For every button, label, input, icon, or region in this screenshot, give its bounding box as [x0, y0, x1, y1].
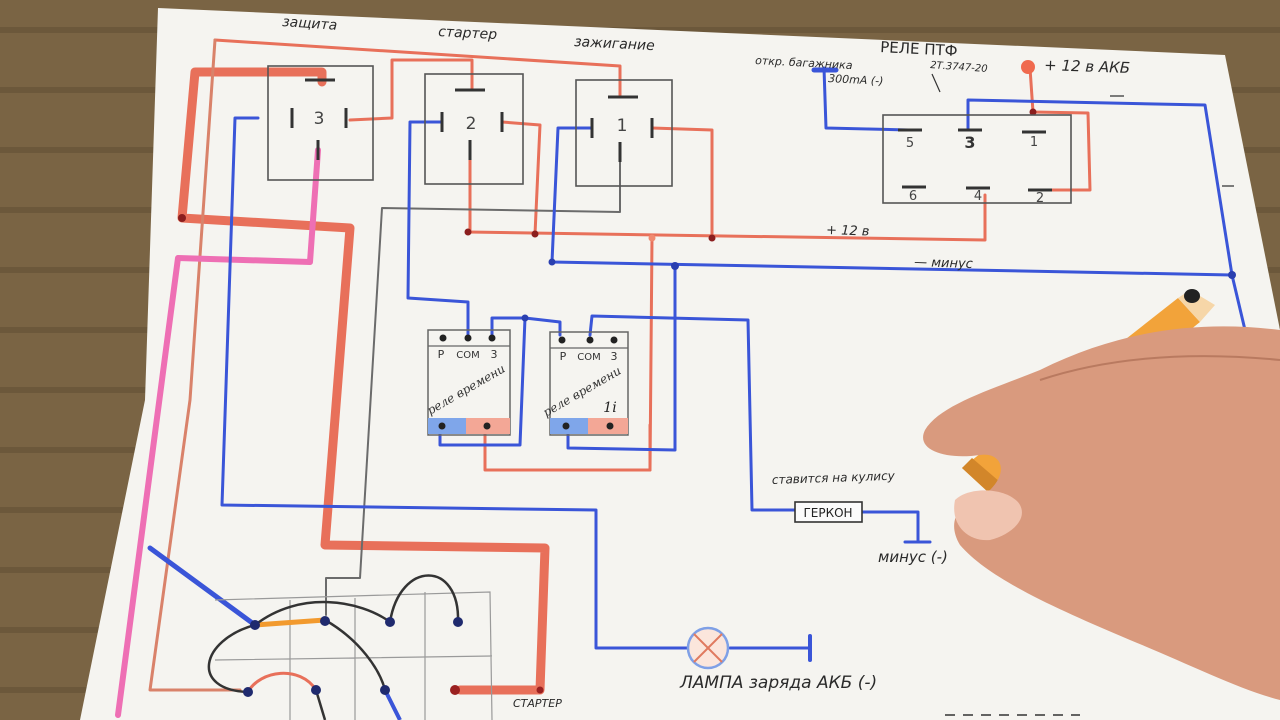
ignition-switch-sketch	[207, 574, 493, 720]
timer-1-pin-p: P	[438, 348, 445, 361]
battery-plus-terminal	[1021, 60, 1035, 74]
timer-2-pin-3: 3	[611, 350, 618, 363]
ptf-pin-1: 1	[1030, 135, 1038, 150]
relay-1	[575, 79, 673, 187]
red-relay2-wire	[348, 58, 474, 122]
junction-dots	[178, 108, 1037, 242]
relay-2-number: 2	[466, 114, 477, 134]
label-otkr-bagazhnika: откр. багажника	[755, 54, 853, 72]
red-top-wire	[213, 38, 622, 97]
timer-1-pin-com: COM	[456, 350, 479, 361]
label-current-300ma: 300mA (-)	[828, 72, 884, 88]
blue-trunk-wire	[822, 66, 910, 132]
label-ptf-part: 2Т.3747-20	[930, 60, 988, 75]
timer-relay-2	[549, 331, 629, 436]
ptf-pin-4: 4	[974, 189, 982, 204]
relay-3-number: 3	[314, 109, 325, 129]
label-plus12: + 12 в	[826, 223, 870, 240]
label-zashchita: защита	[282, 14, 338, 34]
red-timer-wire	[483, 236, 654, 472]
ptf-pin-2: 2	[1036, 191, 1044, 206]
relay-2	[424, 73, 524, 185]
timer-2-pin-p: P	[560, 350, 567, 363]
blue-minus-bus	[550, 126, 1234, 277]
blue-gerkon-wire	[588, 314, 797, 512]
timer-2-pin-com: COM	[577, 352, 600, 363]
label-lamp: ЛАМПА заряда АКБ (-)	[679, 673, 877, 693]
label-plus12-akb: + 12 в АКБ	[1044, 56, 1131, 77]
red-left-wire	[148, 38, 242, 692]
ptf-pin-3: 3	[964, 133, 975, 152]
red-main-wire	[177, 67, 550, 695]
red-ptf-wire	[1028, 66, 1092, 192]
timer-2-mark: 1i	[603, 400, 616, 416]
red-relay2-out	[500, 120, 542, 236]
wires	[115, 38, 1247, 718]
label-minus-gerkon: минус (-)	[878, 548, 948, 566]
gerkon-label: ГЕРКОН	[803, 506, 852, 520]
relay-3	[267, 65, 374, 181]
hand	[923, 326, 1280, 700]
ptf-pin-6: 6	[909, 189, 917, 204]
lamp-icon	[686, 626, 730, 670]
label-minus-bus: — минус	[914, 255, 973, 272]
ptf-pin-5: 5	[906, 136, 914, 151]
timer-relay-1	[427, 329, 511, 436]
relay-1-number: 1	[617, 116, 628, 136]
blue-relay2-wire	[406, 120, 470, 337]
label-starter-bottom: СТАРТЕР	[513, 697, 562, 710]
timer-1-pin-3: 3	[491, 348, 498, 361]
blue-lamp-wire	[220, 116, 692, 650]
gerkon-box	[794, 501, 863, 523]
label-starter-top: стартер	[438, 24, 498, 43]
label-rele-ptf: РЕЛЕ ПТФ	[880, 38, 958, 60]
label-stavitsya: ставится на кулису	[772, 469, 896, 487]
blue-ptf-wire	[966, 98, 1247, 332]
gray-wire	[325, 149, 621, 616]
pink-wire	[115, 147, 321, 718]
red-12v-bus	[466, 193, 987, 242]
label-zazhiganie: зажигание	[574, 34, 655, 54]
ptf-relay	[882, 114, 1072, 204]
